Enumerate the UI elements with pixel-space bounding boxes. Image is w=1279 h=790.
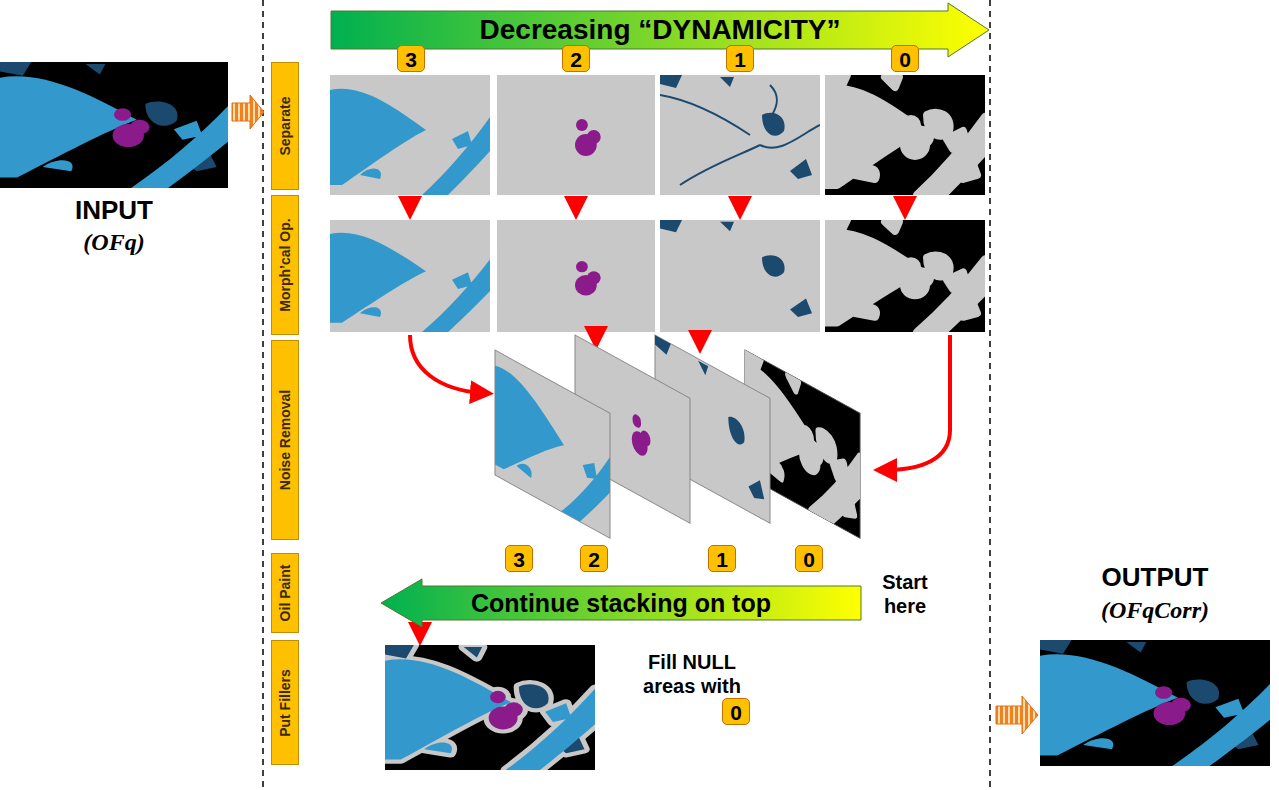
separate-row [330,75,985,195]
art-part [574,197,578,208]
art-part [408,197,412,208]
red-arrows [410,197,950,634]
art-part [825,220,985,332]
step-label: Put Fillers [271,640,299,765]
class-badge: 3 [397,45,425,72]
art-part [489,691,523,730]
label-text: Noise Removal [278,390,292,490]
morph-row [330,220,985,332]
art-part [422,117,490,195]
output-image [1040,640,1270,766]
step-label: Noise Removal [271,340,299,540]
art-part [903,197,907,208]
class-number: 3 [405,48,417,69]
art-part [495,350,610,538]
image-caption: (OFqCorr) [1030,596,1279,624]
art-part [232,95,264,129]
step-label: Oil Paint [271,553,299,633]
art-part [418,628,422,634]
class-number: 1 [734,48,746,69]
direction-arrow: Continue stacking on top [380,578,862,628]
step-label: Morph’cal Op. [271,195,299,335]
art-part [506,689,595,770]
art-part [410,335,482,393]
class-badge: 3 [505,545,533,572]
art-part [497,220,655,332]
art-part [660,220,812,317]
art-part [825,75,985,195]
class-number: 1 [716,548,728,569]
class-badge: 2 [580,545,608,572]
label-text: Oil Paint [278,565,292,622]
art-part [330,233,426,323]
art-part [422,259,490,332]
class-badge: 0 [795,545,823,572]
image-caption: INPUT [14,195,214,225]
class-number: 3 [513,548,525,569]
art-part [330,220,490,332]
class-badge: 1 [708,545,736,572]
divider-lines [263,0,990,790]
art-part [495,350,610,538]
art-part [594,334,598,338]
art-part [497,75,655,195]
label-text: Put Fillers [278,669,292,737]
label-text: Continue stacking on top [471,591,771,616]
image-caption: OUTPUT [1055,562,1255,592]
class-number: 0 [899,48,911,69]
filled-image [385,645,595,770]
class-badge: 2 [562,45,590,72]
art-part [989,0,991,790]
note-text: Start here [865,570,945,618]
art-part [575,119,601,156]
class-number: 2 [570,48,582,69]
art-part [632,412,651,461]
art-part [385,645,595,770]
art-part [825,75,985,195]
art-part [495,364,564,502]
art-part [330,75,490,195]
stacked-layers [495,335,860,538]
art-part [885,335,950,470]
class-number: 0 [730,701,742,722]
step-label: Separate [271,62,299,190]
art-part [660,85,820,185]
art-part [385,645,595,770]
art-part [1040,640,1270,766]
art-part [262,0,264,790]
art-part [660,220,820,332]
arrow-body [381,579,861,627]
art-part [660,75,820,195]
label-text: Morph’cal Op. [278,218,292,311]
art-part [385,659,511,759]
image-caption: (OFq) [14,228,214,256]
art-part [575,261,601,296]
class-number: 2 [588,548,600,569]
class-number: 0 [803,548,815,569]
note-text: Fill NULL areas with [632,650,752,698]
art-part [561,430,610,538]
art-part [996,696,1038,734]
input-image [0,62,228,188]
art-part [738,197,742,208]
class-badge: 1 [726,45,754,72]
label-text: Separate [278,96,292,155]
class-badge: 0 [722,698,750,725]
label-text: Decreasing “DYNAMICITY” [480,16,841,44]
art-part [825,220,985,332]
art-part [0,62,228,188]
art-part [330,89,426,185]
art-part [698,334,702,342]
class-badge: 0 [891,45,919,72]
